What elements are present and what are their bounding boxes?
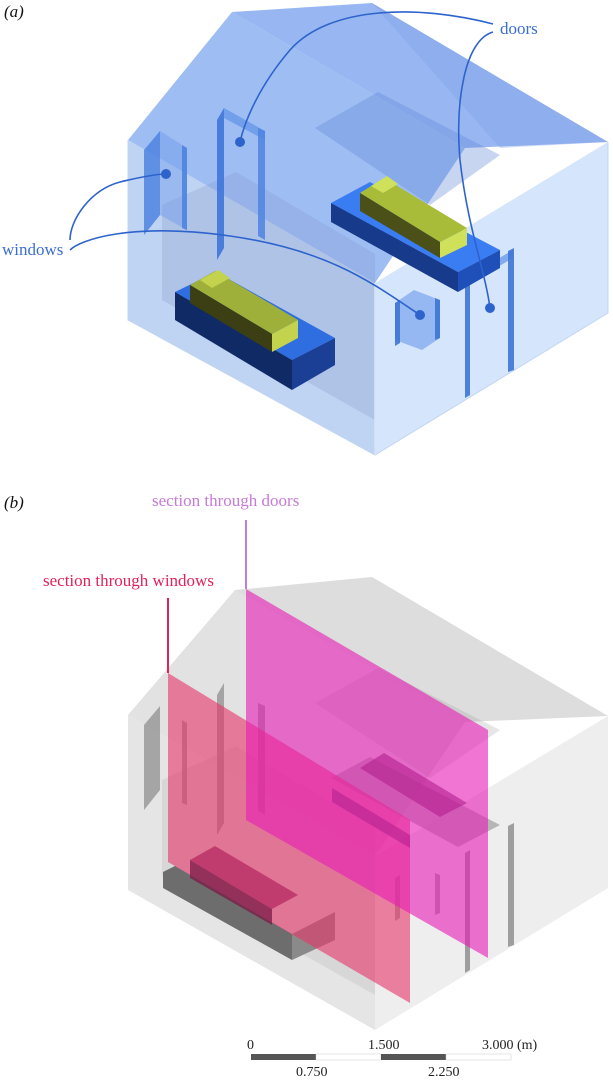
- label-doors: doors: [500, 19, 538, 38]
- callout-dots-a: [161, 137, 495, 320]
- window-frame-left-a: [144, 131, 187, 235]
- leader-windows-lower: [69, 230, 421, 316]
- building-a-right-wall: [375, 142, 608, 455]
- scale-segment-1: [251, 1054, 316, 1060]
- callouts-a: [69, 11, 494, 316]
- building-b-right-wall: [375, 716, 608, 1030]
- furniture-back-a: [331, 176, 500, 292]
- leader-doors-right: [457, 31, 494, 309]
- scale-tick-2250: 2.250: [428, 1065, 460, 1080]
- leader-windows-upper: [69, 173, 167, 241]
- scale-bar: 0 1.500 3.000 (m) 0.750 2.250: [247, 1038, 538, 1080]
- panel-b-letter: (b): [4, 493, 24, 512]
- leader-doors-left: [239, 11, 494, 143]
- section-plane-doors: [246, 589, 488, 958]
- scale-segment-4: [445, 1053, 512, 1061]
- scale-segment-2: [315, 1053, 382, 1061]
- building-a-right-roof: [232, 3, 608, 148]
- dot-door-left: [235, 137, 245, 147]
- scale-tick-1500: 1.500: [368, 1038, 400, 1053]
- dot-window-right: [415, 310, 425, 320]
- cut-furniture-b: [190, 753, 467, 925]
- label-windows: windows: [2, 240, 63, 259]
- scale-segment-3: [381, 1054, 446, 1060]
- scale-tick-3000: 3.000 (m): [482, 1038, 538, 1053]
- scale-tick-0: 0: [247, 1038, 254, 1053]
- furniture-front-a: [175, 270, 335, 390]
- dot-door-right: [485, 303, 495, 313]
- building-a-inner-block: [315, 92, 500, 205]
- door-frame-left-a: [217, 108, 265, 260]
- label-section-windows: section through windows: [43, 571, 214, 590]
- building-b-right-roof: [235, 577, 608, 722]
- dot-window-left: [161, 169, 171, 179]
- panel-a-letter: (a): [4, 2, 24, 21]
- window-frame-right-a: [395, 290, 440, 350]
- scale-tick-0750: 0.750: [296, 1065, 328, 1080]
- panel-b: (b): [4, 491, 608, 1030]
- label-section-doors: section through doors: [152, 491, 299, 510]
- panel-a: (a): [2, 2, 609, 456]
- building-a-back-gable: [372, 3, 608, 148]
